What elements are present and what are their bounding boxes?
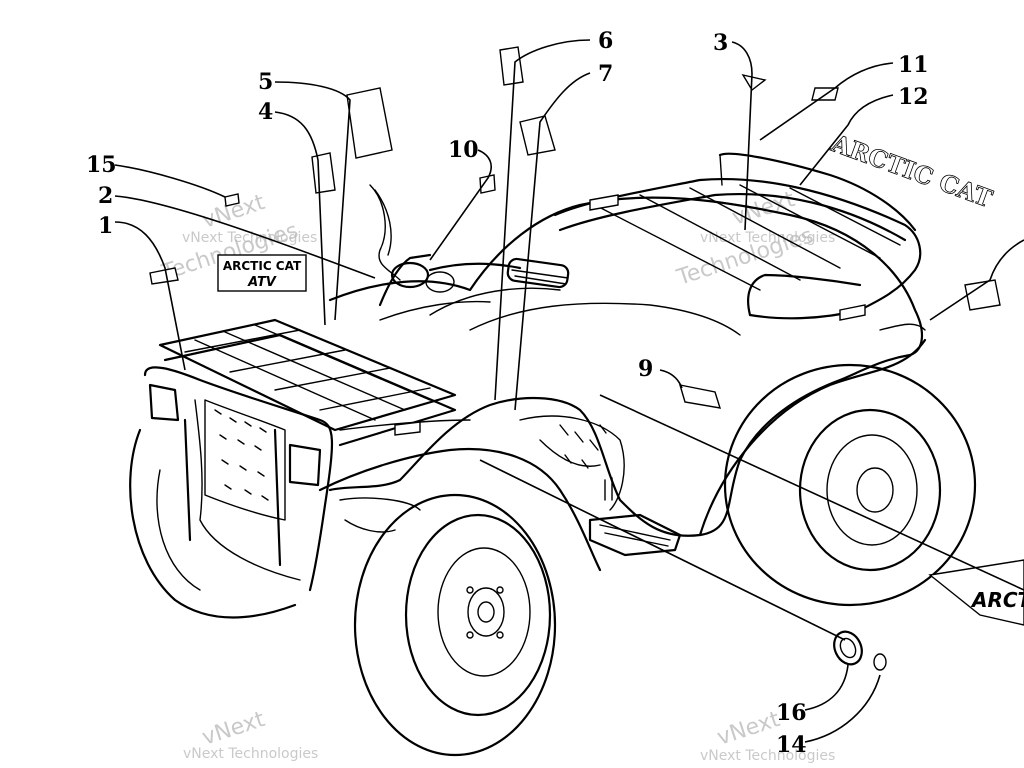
- decal-13: [964, 279, 1001, 311]
- callout-3: 3: [713, 30, 728, 56]
- watermark-brand: vNext: [199, 707, 268, 751]
- wheel-front-left: [129, 428, 297, 619]
- decal-6: [499, 46, 524, 86]
- front-brand-text: ARCTIC CAT: [223, 259, 302, 273]
- callout-11: 11: [898, 52, 929, 78]
- rear-brand-text: ARCTIC CAT: [827, 128, 996, 213]
- decal-1: [149, 267, 179, 285]
- front-fender: [318, 448, 602, 572]
- callout-5: 5: [258, 69, 273, 95]
- decal-7: [519, 115, 556, 156]
- callouts: 1 2 15 5 4 6 7 10 3 11 12 9 16 14: [86, 28, 929, 758]
- callout-14: 14: [776, 732, 807, 758]
- decal-5: [346, 87, 393, 159]
- callout-15: 15: [86, 152, 117, 178]
- watermark-name: vNext Technologies: [182, 230, 317, 246]
- leader-lines: [114, 39, 1024, 743]
- watermark-name: vNext Technologies: [700, 230, 835, 246]
- watermark-brand: vNext: [714, 707, 783, 751]
- decal-4: [311, 152, 336, 194]
- hub-cap: [833, 630, 863, 666]
- wheel-rear-right: [723, 363, 977, 607]
- footrest: [588, 513, 682, 557]
- watermark-name: vNext Technologies: [700, 748, 835, 764]
- callout-6: 6: [598, 28, 613, 54]
- seat: [469, 302, 741, 336]
- callout-7: 7: [598, 61, 613, 87]
- callout-4: 4: [258, 99, 273, 125]
- wheel-front-right: [353, 493, 557, 757]
- handle-grip: [506, 257, 570, 289]
- front-atv-text: ATV: [247, 275, 277, 290]
- watermark-name: vNext Technologies: [183, 746, 318, 762]
- callout-10: 10: [448, 137, 479, 163]
- callout-2: 2: [98, 183, 113, 209]
- callout-16: 16: [776, 700, 807, 726]
- hub-nut: [873, 653, 887, 671]
- callout-9: 9: [638, 356, 653, 382]
- wheels: [129, 363, 977, 757]
- callout-12: 12: [898, 84, 929, 110]
- handlebar: [428, 262, 522, 272]
- side-brand-text: ARCTIC: [970, 588, 1024, 612]
- side-brand-decal: [928, 559, 1024, 626]
- decal-3: [741, 73, 767, 92]
- rear-fender: [698, 338, 927, 537]
- decal-9: [679, 384, 722, 409]
- brush-guard: [143, 366, 333, 592]
- callout-1: 1: [98, 213, 113, 239]
- engine: [339, 415, 625, 533]
- decal-15: [224, 193, 240, 207]
- front-brand-decal: [217, 254, 307, 292]
